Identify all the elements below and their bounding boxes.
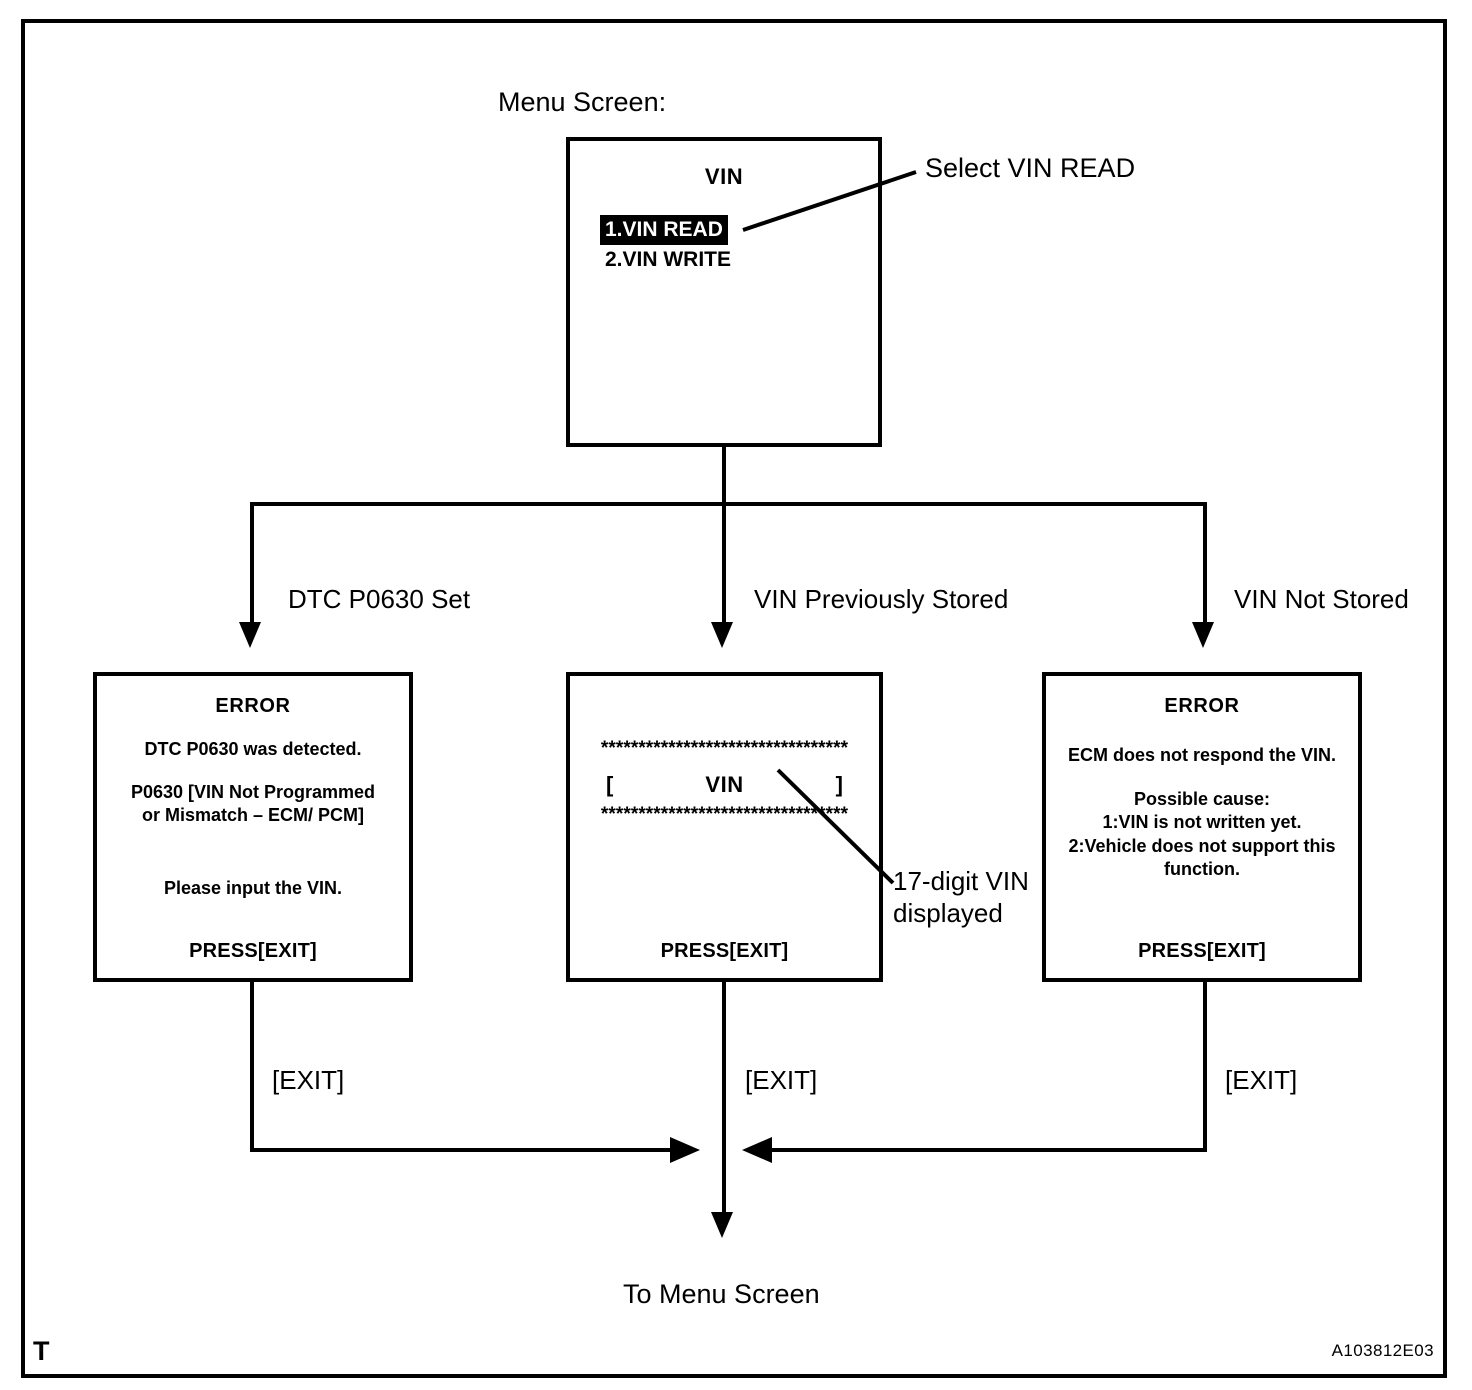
error-dtc-title: ERROR [215, 695, 291, 717]
branch-line-middle [722, 502, 726, 628]
vin-value: VIN [705, 772, 744, 797]
branch-arrow-middle [711, 622, 733, 648]
menu-item-list: 1.VIN READ 2.VIN WRITE [600, 215, 736, 275]
error-screen-dtc-p0630: ERROR DTC P0630 was detected. P0630 [VIN… [93, 672, 413, 982]
menu-item-vin-read[interactable]: 1.VIN READ [600, 215, 728, 245]
menu-screen-title: VIN [704, 164, 744, 189]
exit-line-right-horizontal [772, 1148, 1207, 1152]
vin-bracket-close: ] [835, 772, 843, 797]
merge-arrow-from-right [742, 1137, 772, 1163]
to-menu-screen-label: To Menu Screen [623, 1279, 820, 1309]
error-dtc-detail: P0630 [VIN Not Programmed or Mismatch – … [130, 782, 376, 826]
error-no-vin-title: ERROR [1164, 695, 1240, 717]
error-dtc-press-exit: PRESS[EXIT] [189, 940, 317, 962]
exit-label-left: [EXIT] [272, 1065, 345, 1095]
figure-reference-code: A103812E03 [1331, 1341, 1434, 1360]
vin-digits-callout: 17-digit VIN displayed [893, 866, 1029, 928]
select-vin-read-callout: Select VIN READ [925, 153, 1136, 183]
vin-display-screen: ********************************* [ VIN … [566, 672, 883, 982]
vin-display-press-exit: PRESS[EXIT] [660, 940, 789, 962]
branch-label-vin-not-stored: VIN Not Stored [1234, 584, 1409, 614]
menu-screen-box[interactable]: VIN 1.VIN READ 2.VIN WRITE [566, 137, 882, 447]
exit-line-left-vertical [250, 982, 254, 1150]
menu-to-branch-connector [722, 447, 726, 506]
vin-stars-top: ********************************* [600, 738, 849, 759]
branch-arrow-right [1192, 622, 1214, 648]
error-no-vin-message: ECM does not respond the VIN. [1067, 745, 1336, 765]
branch-label-vin-previously-stored: VIN Previously Stored [754, 584, 1009, 614]
branch-label-dtc-p0630-set: DTC P0630 Set [288, 584, 471, 614]
select-vin-read-leader-line [742, 170, 917, 232]
exit-line-middle-vertical [722, 982, 726, 1220]
exit-line-left-horizontal [250, 1148, 675, 1152]
branch-line-right [1203, 502, 1207, 628]
error-no-vin-causes: Possible cause: 1:VIN is not written yet… [1068, 789, 1336, 880]
to-menu-screen-arrow [711, 1212, 733, 1238]
branch-line-left [250, 502, 254, 628]
page-border-frame [21, 19, 1447, 1378]
error-no-vin-press-exit: PRESS[EXIT] [1138, 940, 1266, 962]
exit-line-right-vertical [1203, 982, 1207, 1150]
menu-screen-caption: Menu Screen: [498, 87, 667, 117]
menu-item-vin-write[interactable]: 2.VIN WRITE [605, 248, 732, 271]
exit-label-middle: [EXIT] [745, 1065, 818, 1095]
branch-arrow-left [239, 622, 261, 648]
error-screen-no-vin: ERROR ECM does not respond the VIN. Poss… [1042, 672, 1362, 982]
vin-digits-leader-line [776, 768, 895, 885]
error-dtc-instruction: Please input the VIN. [163, 878, 343, 898]
vin-value-row: [ VIN ] [606, 772, 843, 798]
branch-distribution-bar [250, 502, 1207, 506]
vin-stars-bottom: ********************************* [600, 804, 849, 825]
error-dtc-message: DTC P0630 was detected. [144, 739, 362, 759]
exit-label-right: [EXIT] [1225, 1065, 1298, 1095]
merge-arrow-from-left [670, 1137, 700, 1163]
sheet-letter-mark: T [33, 1336, 50, 1366]
vin-bracket-open: [ [606, 772, 614, 797]
